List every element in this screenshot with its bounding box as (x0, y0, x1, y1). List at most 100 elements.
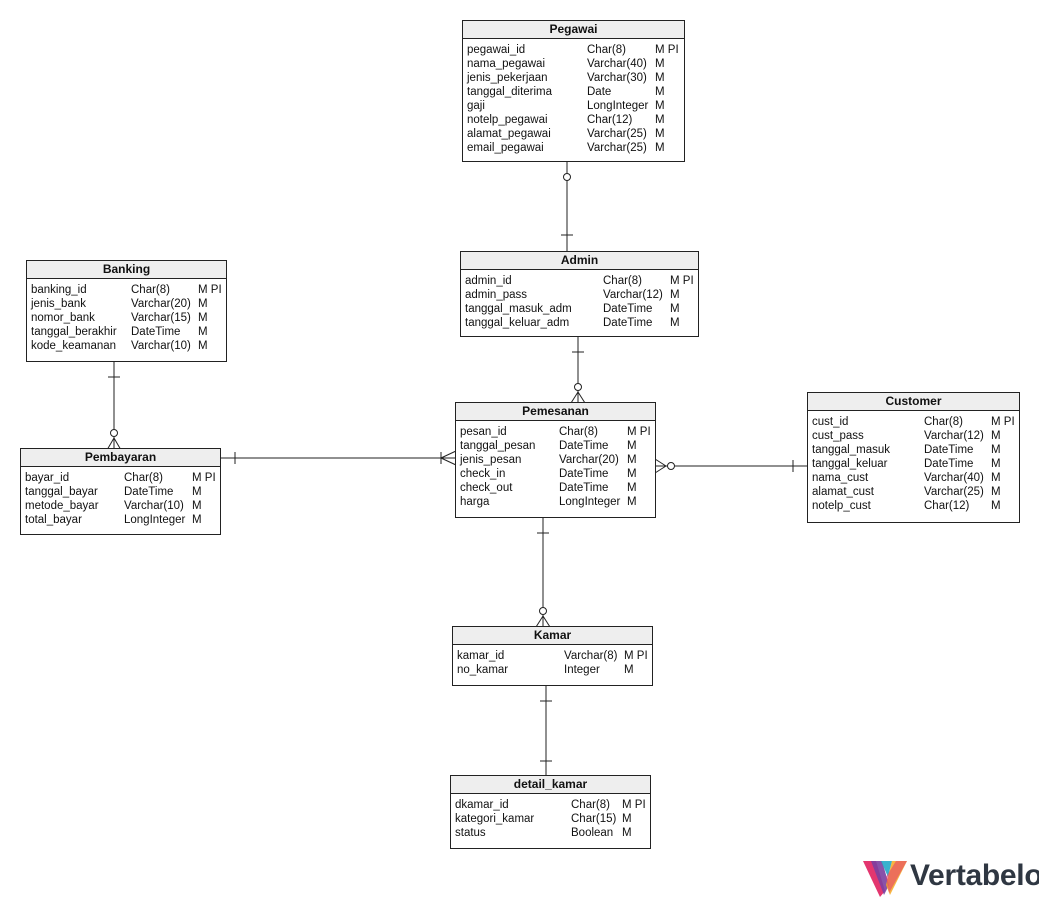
column-flags: M (627, 468, 637, 480)
vertabelo-logo-text: Vertabelo (910, 859, 1039, 892)
column-type: Date (587, 86, 612, 98)
column-flags: M (991, 444, 1001, 456)
column-type: DateTime (559, 440, 609, 452)
column-name: admin_pass (465, 289, 528, 301)
column-name: harga (460, 496, 490, 508)
column-name: tanggal_bayar (25, 486, 98, 498)
vertabelo-logo-icon (863, 861, 907, 897)
column-type: Char(8) (571, 799, 610, 811)
relationship-customer-pemesanan[interactable] (654, 458, 808, 474)
column-flags: M (991, 486, 1001, 498)
column-type: Varchar(10) (131, 340, 191, 352)
column-type: DateTime (131, 326, 181, 338)
column-type: DateTime (559, 468, 609, 480)
entity-title: Admin (461, 252, 698, 270)
column-name: banking_id (31, 284, 87, 296)
column-flags: M (192, 486, 202, 498)
column-flags: M PI (198, 284, 222, 296)
column-name: metode_bayar (25, 500, 99, 512)
column-flags: M (622, 813, 632, 825)
column-type: Char(12) (924, 500, 970, 512)
column-flags: M (198, 340, 208, 352)
column-name: kode_keamanan (31, 340, 117, 352)
column-type: DateTime (559, 482, 609, 494)
column-name: tanggal_berakhir (31, 326, 117, 338)
relationship-banking-pembayaran[interactable] (106, 362, 122, 451)
column-row: kategori_kamar Char(15) M (455, 812, 646, 826)
column-type: Char(8) (131, 284, 170, 296)
column-type: DateTime (603, 317, 653, 329)
column-flags: M (655, 86, 665, 98)
column-flags: M PI (627, 426, 651, 438)
column-name: notelp_cust (812, 500, 871, 512)
column-flags: M (192, 514, 202, 526)
column-name: tanggal_masuk (812, 444, 890, 456)
column-row: pesan_id Char(8) M PI (460, 425, 651, 439)
column-row: kode_keamanan Varchar(10) M (31, 339, 222, 353)
entity-title: Banking (27, 261, 226, 279)
relationship-pegawai-admin[interactable] (561, 162, 573, 251)
column-name: gaji (467, 100, 485, 112)
column-name: alamat_cust (812, 486, 875, 498)
column-flags: M (655, 100, 665, 112)
column-flags: M (198, 326, 208, 338)
column-flags: M (670, 303, 680, 315)
column-name: admin_id (465, 275, 512, 287)
column-type: Varchar(40) (924, 472, 984, 484)
relationship-kamar-detail-kamar[interactable] (540, 686, 552, 776)
vertabelo-logo: Vertabelo (862, 855, 1039, 903)
column-type: Varchar(30) (587, 72, 647, 84)
column-type: Varchar(25) (587, 142, 647, 154)
column-flags: M (198, 298, 208, 310)
column-name: tanggal_keluar (812, 458, 888, 470)
column-flags: M (655, 72, 665, 84)
column-flags: M PI (670, 275, 694, 287)
column-flags: M (670, 289, 680, 301)
column-type: Char(12) (587, 114, 633, 126)
column-type: Varchar(25) (587, 128, 647, 140)
column-name: bayar_id (25, 472, 70, 484)
relationship-pembayaran-pemesanan[interactable] (220, 450, 457, 466)
relationship-admin-pemesanan[interactable] (570, 337, 586, 404)
column-type: DateTime (924, 458, 974, 470)
column-type: Varchar(20) (131, 298, 191, 310)
relationship-pemesanan-kamar[interactable] (535, 518, 551, 628)
column-type: Char(8) (559, 426, 598, 438)
column-name: notelp_pegawai (467, 114, 548, 126)
column-type: LongInteger (559, 496, 621, 508)
column-name: kategori_kamar (455, 813, 535, 825)
entity-title: Pegawai (463, 21, 684, 39)
column-name: pesan_id (460, 426, 507, 438)
column-type: Char(15) (571, 813, 617, 825)
column-flags: M (991, 472, 1001, 484)
